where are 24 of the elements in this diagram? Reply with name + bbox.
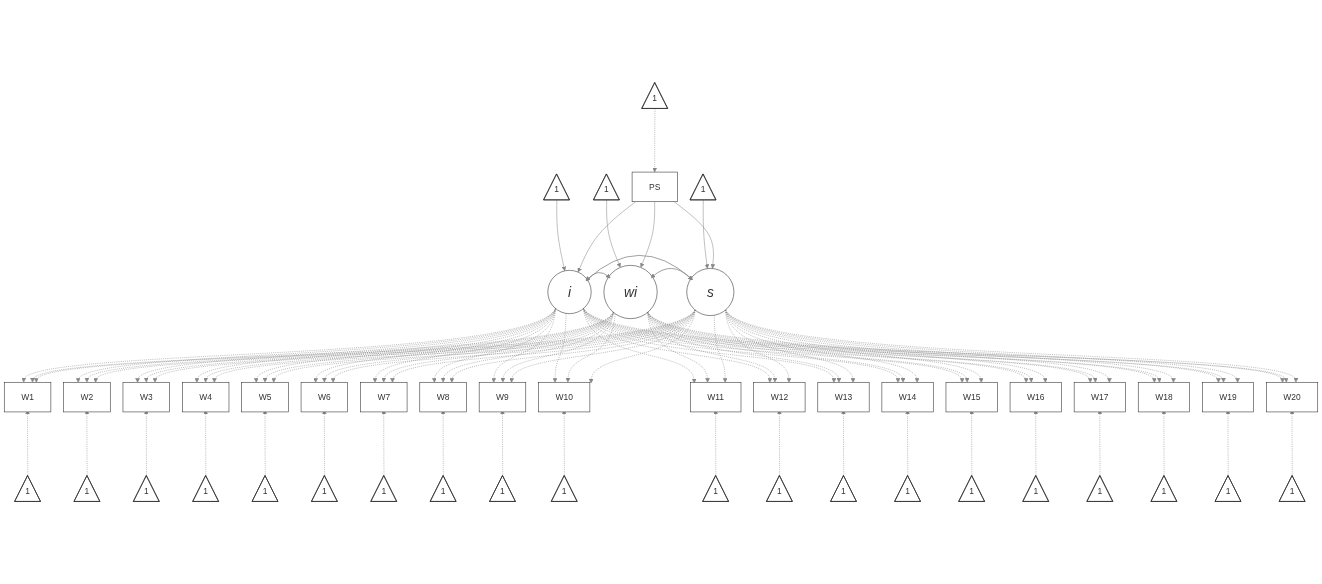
node-circle: s bbox=[686, 268, 735, 316]
node-box: W11 bbox=[690, 382, 742, 413]
node-circle: i bbox=[547, 270, 592, 314]
node-box: W10 bbox=[538, 382, 591, 413]
node-box: W9 bbox=[478, 382, 527, 413]
node-box: W6 bbox=[300, 382, 348, 413]
node-box: W1 bbox=[3, 382, 52, 413]
node-box: W12 bbox=[753, 382, 806, 413]
node-circle: wi bbox=[603, 265, 658, 319]
node-box: W19 bbox=[1202, 382, 1254, 413]
node-box: PS bbox=[631, 171, 678, 202]
node-box: W3 bbox=[122, 382, 170, 413]
node-box: W20 bbox=[1266, 382, 1319, 413]
node-box: W16 bbox=[1009, 382, 1062, 413]
node-box: W7 bbox=[360, 382, 408, 413]
node-box: W14 bbox=[881, 382, 934, 413]
node-box: W2 bbox=[63, 382, 111, 413]
node-box: W8 bbox=[419, 382, 467, 413]
node-box: W15 bbox=[945, 382, 998, 413]
node-box: W5 bbox=[241, 382, 289, 413]
node-box: W13 bbox=[817, 382, 870, 413]
node-box: W4 bbox=[182, 382, 230, 413]
node-box: W17 bbox=[1073, 382, 1126, 413]
node-box: W18 bbox=[1137, 382, 1190, 413]
